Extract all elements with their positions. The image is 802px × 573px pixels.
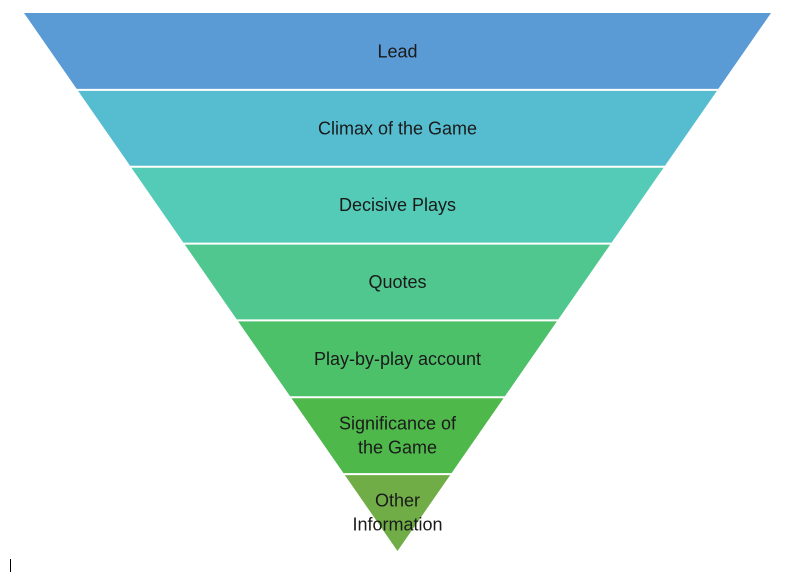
text-cursor bbox=[10, 559, 11, 572]
pyramid-level-7 bbox=[344, 475, 451, 551]
pyramid-level-3-label-line-1: Decisive Plays bbox=[339, 195, 456, 215]
pyramid-level-2-label-line-1: Climax of the Game bbox=[318, 118, 477, 138]
pyramid-level-7-label-line-2: Information bbox=[352, 515, 442, 535]
pyramid-level-6 bbox=[291, 398, 504, 474]
pyramid-level-7-label-line-1: Other bbox=[375, 491, 420, 511]
pyramid-level-3-label: Decisive Plays bbox=[339, 195, 456, 215]
pyramid-level-6-label-line-2: the Game bbox=[358, 438, 437, 458]
pyramid-level-2 bbox=[78, 90, 717, 166]
pyramid-level-3 bbox=[131, 167, 664, 243]
pyramid-level-5 bbox=[238, 321, 557, 397]
pyramid-level-1-label: Lead bbox=[377, 41, 417, 61]
pyramid-level-1 bbox=[24, 13, 771, 89]
pyramid-level-1-label-line-1: Lead bbox=[377, 41, 417, 61]
pyramid-level-2-label: Climax of the Game bbox=[318, 118, 477, 138]
pyramid-level-4-label: Quotes bbox=[368, 272, 426, 292]
pyramid-level-6-label: Significance of the Game bbox=[339, 414, 457, 458]
pyramid-level-4 bbox=[184, 244, 611, 320]
pyramid-level-6-label-line-1: Significance of bbox=[339, 414, 457, 434]
pyramid-level-4-label-line-1: Quotes bbox=[368, 272, 426, 292]
pyramid-level-5-label-line-1: Play-by-play account bbox=[314, 349, 481, 369]
pyramid-level-5-label: Play-by-play account bbox=[314, 349, 481, 369]
